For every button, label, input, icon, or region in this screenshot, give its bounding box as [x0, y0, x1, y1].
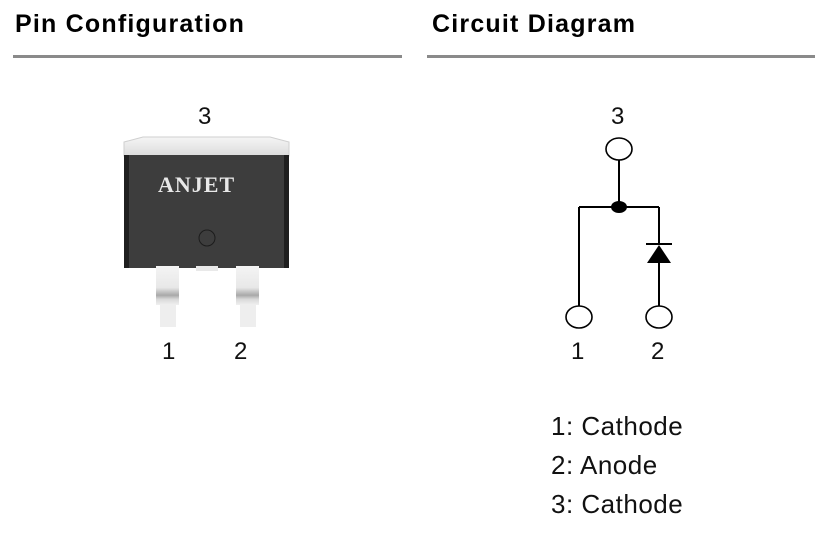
package-body-edge-right [284, 155, 289, 268]
terminal-1 [565, 305, 593, 329]
package-pin-3-label: 3 [198, 103, 212, 130]
package-body [124, 155, 289, 268]
circuit-diagram-divider [427, 55, 815, 58]
legend-item: 2: Anode [551, 450, 658, 480]
pin-configuration-divider [13, 55, 402, 58]
package-dimple [198, 229, 216, 247]
circuit-pin-2-label: 2 [651, 338, 665, 365]
lead-1 [156, 266, 179, 327]
diode-triangle [647, 245, 671, 263]
pin-configuration-heading: Pin Configuration [15, 10, 246, 38]
terminal-2 [645, 305, 673, 329]
circuit-pin-1-label: 1 [571, 338, 585, 365]
lead-2 [236, 266, 259, 327]
diode-symbol [646, 243, 672, 263]
terminal-3 [605, 137, 633, 161]
legend-item: 1: Cathode [551, 411, 684, 441]
circuit-pin-3-label: 3 [611, 103, 625, 130]
junction-dot [611, 201, 627, 213]
package-pin-1-label: 1 [162, 338, 176, 365]
package-pin-2-label: 2 [234, 338, 248, 365]
circuit-diagram-heading: Circuit Diagram [432, 10, 637, 38]
legend-item: 3: Cathode [551, 489, 684, 519]
package-brand-label: ANJET [158, 172, 236, 197]
package-body-edge-left [124, 155, 129, 268]
package-center-stub [196, 266, 218, 271]
